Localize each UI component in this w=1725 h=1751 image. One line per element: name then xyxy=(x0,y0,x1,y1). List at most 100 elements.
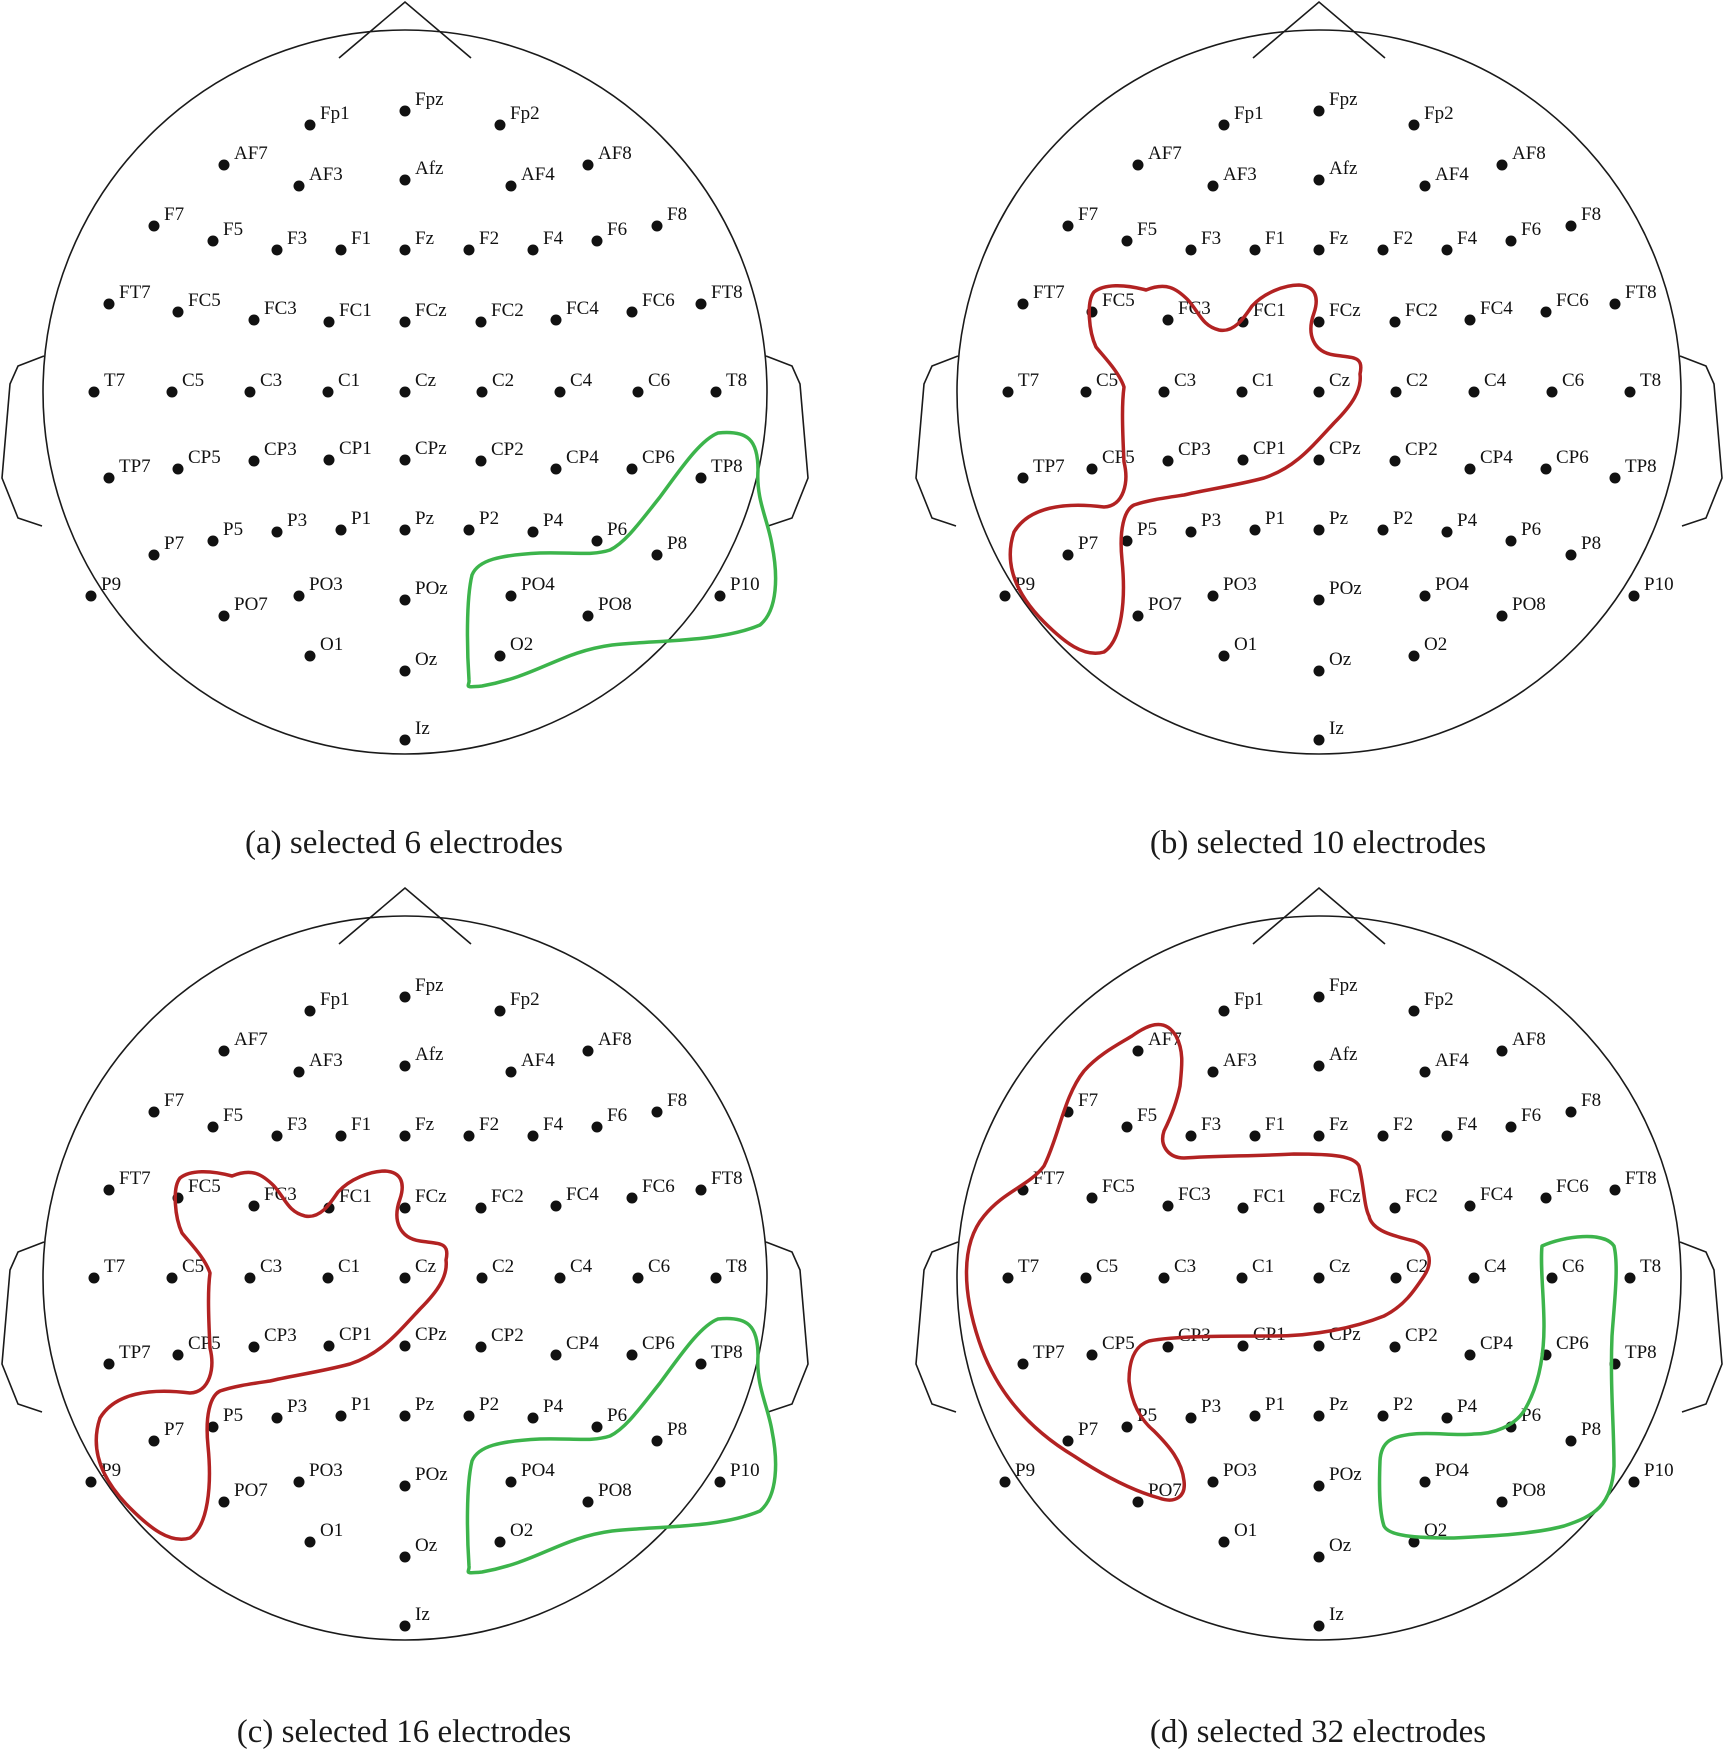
electrode-p8: P8 xyxy=(651,1419,687,1447)
left-ear-outline xyxy=(915,355,959,527)
electrode-dot xyxy=(1628,590,1640,602)
electrode-dot xyxy=(335,244,347,256)
electrode-dot xyxy=(1132,610,1144,622)
electrode-label: Fp1 xyxy=(320,103,350,124)
electrode-po4: PO4 xyxy=(1419,574,1469,602)
electrode-o1: O1 xyxy=(304,634,343,662)
electrode-fcz: FCz xyxy=(1313,300,1361,328)
electrode-label: Afz xyxy=(1329,1044,1357,1065)
electrode-label: T8 xyxy=(1640,370,1661,391)
electrode-label: PO4 xyxy=(1435,574,1469,595)
electrode-dot xyxy=(103,472,115,484)
electrode-o1: O1 xyxy=(304,1520,343,1548)
electrode-label: C4 xyxy=(1484,1256,1507,1277)
electrode-c2: C2 xyxy=(476,1256,514,1284)
electrode-tp7: TP7 xyxy=(1017,456,1065,484)
electrode-dot xyxy=(463,1410,475,1422)
electrode-label: P8 xyxy=(667,533,687,554)
electrode-fc2: FC2 xyxy=(475,300,524,328)
electrode-label: P4 xyxy=(1457,1396,1478,1417)
electrode-label: AF8 xyxy=(598,1029,632,1050)
electrode-label: Fp1 xyxy=(1234,103,1264,124)
electrode-label: P6 xyxy=(607,519,627,540)
electrode-label: FT7 xyxy=(1033,1168,1065,1189)
electrode-p10: P10 xyxy=(714,1460,760,1488)
electrode-label: P1 xyxy=(1265,1394,1285,1415)
electrode-c6: C6 xyxy=(632,1256,670,1284)
electrode-label: Oz xyxy=(415,1535,437,1556)
electrode-label: PO7 xyxy=(234,594,268,615)
electrode-p10: P10 xyxy=(1628,574,1674,602)
electrode-f6: F6 xyxy=(1505,1105,1541,1133)
electrode-label: P1 xyxy=(351,1394,371,1415)
electrode-label: P9 xyxy=(1015,1460,1035,1481)
electrode-dot xyxy=(1185,244,1197,256)
electrode-label: Fp2 xyxy=(510,103,540,124)
electrode-dot xyxy=(248,1200,260,1212)
electrode-p2: P2 xyxy=(463,1394,499,1422)
electrode-f6: F6 xyxy=(591,1105,627,1133)
electrode-cz: Cz xyxy=(399,370,436,398)
electrode-label: FCz xyxy=(1329,300,1361,321)
electrode-label: C3 xyxy=(260,370,282,391)
caption-c: (c) selected 16 electrodes xyxy=(236,1714,572,1750)
electrode-dot xyxy=(1158,386,1170,398)
electrode-af3: AF3 xyxy=(293,164,343,192)
left-ear-outline xyxy=(1,1241,45,1413)
electrode-label: CP5 xyxy=(188,447,221,468)
electrode-label: CP5 xyxy=(188,1333,221,1354)
electrode-label: FC2 xyxy=(491,300,524,321)
electrode-dot xyxy=(1313,1202,1325,1214)
electrode-label: T8 xyxy=(726,370,747,391)
electrode-label: C5 xyxy=(182,1256,204,1277)
electrode-dot xyxy=(582,1045,594,1057)
nose-outline xyxy=(338,0,472,59)
electrode-p7: P7 xyxy=(1062,1419,1098,1447)
electrode-label: C5 xyxy=(1096,1256,1118,1277)
electrode-dot xyxy=(1540,306,1552,318)
electrode-fcz: FCz xyxy=(1313,1186,1361,1214)
electrode-dot xyxy=(1540,1192,1552,1204)
electrode-dot xyxy=(1419,1066,1431,1078)
electrode-label: C4 xyxy=(570,1256,593,1277)
electrode-dot xyxy=(1086,1349,1098,1361)
electrode-dot xyxy=(88,386,100,398)
electrode-label: C1 xyxy=(338,1256,360,1277)
electrode-po3: PO3 xyxy=(1207,574,1257,602)
electrode-dot xyxy=(1464,314,1476,326)
electrode-dot xyxy=(207,535,219,547)
electrode-label: C2 xyxy=(1406,1256,1428,1277)
electrode-dot xyxy=(1505,535,1517,547)
electrode-label: F5 xyxy=(1137,219,1157,240)
electrode-dot xyxy=(399,1060,411,1072)
electrode-p10: P10 xyxy=(714,574,760,602)
electrode-dot xyxy=(1218,119,1230,131)
electrode-dot xyxy=(1313,1410,1325,1422)
electrode-label: FC1 xyxy=(1253,300,1286,321)
electrode-label: C4 xyxy=(570,370,593,391)
electrode-dot xyxy=(1441,526,1453,538)
electrode-label: T8 xyxy=(1640,1256,1661,1277)
electrode-label: F4 xyxy=(1457,228,1478,249)
electrode-dot xyxy=(1218,1536,1230,1548)
electrode-dot xyxy=(1565,220,1577,232)
electrode-f3: F3 xyxy=(271,228,307,256)
electrode-label: PO8 xyxy=(1512,1480,1546,1501)
electrode-label: Oz xyxy=(415,649,437,670)
electrode-dot xyxy=(1237,454,1249,466)
electrode-dot xyxy=(1121,1421,1133,1433)
electrode-dot xyxy=(1121,535,1133,547)
electrode-dot xyxy=(632,386,644,398)
electrode-label: FC3 xyxy=(264,298,297,319)
electrode-dot xyxy=(335,1410,347,1422)
electrode-cp4: CP4 xyxy=(1464,1333,1513,1361)
electrode-dot xyxy=(463,244,475,256)
electrode-f4: F4 xyxy=(527,1114,564,1142)
electrode-label: Pz xyxy=(1329,1394,1348,1415)
electrode-dot xyxy=(1237,1340,1249,1352)
electrode-label: P7 xyxy=(1078,1419,1098,1440)
electrode-label: CP6 xyxy=(642,447,675,468)
electrode-p6: P6 xyxy=(1505,519,1541,547)
electrode-dot xyxy=(1080,386,1092,398)
electrode-dot xyxy=(293,1066,305,1078)
